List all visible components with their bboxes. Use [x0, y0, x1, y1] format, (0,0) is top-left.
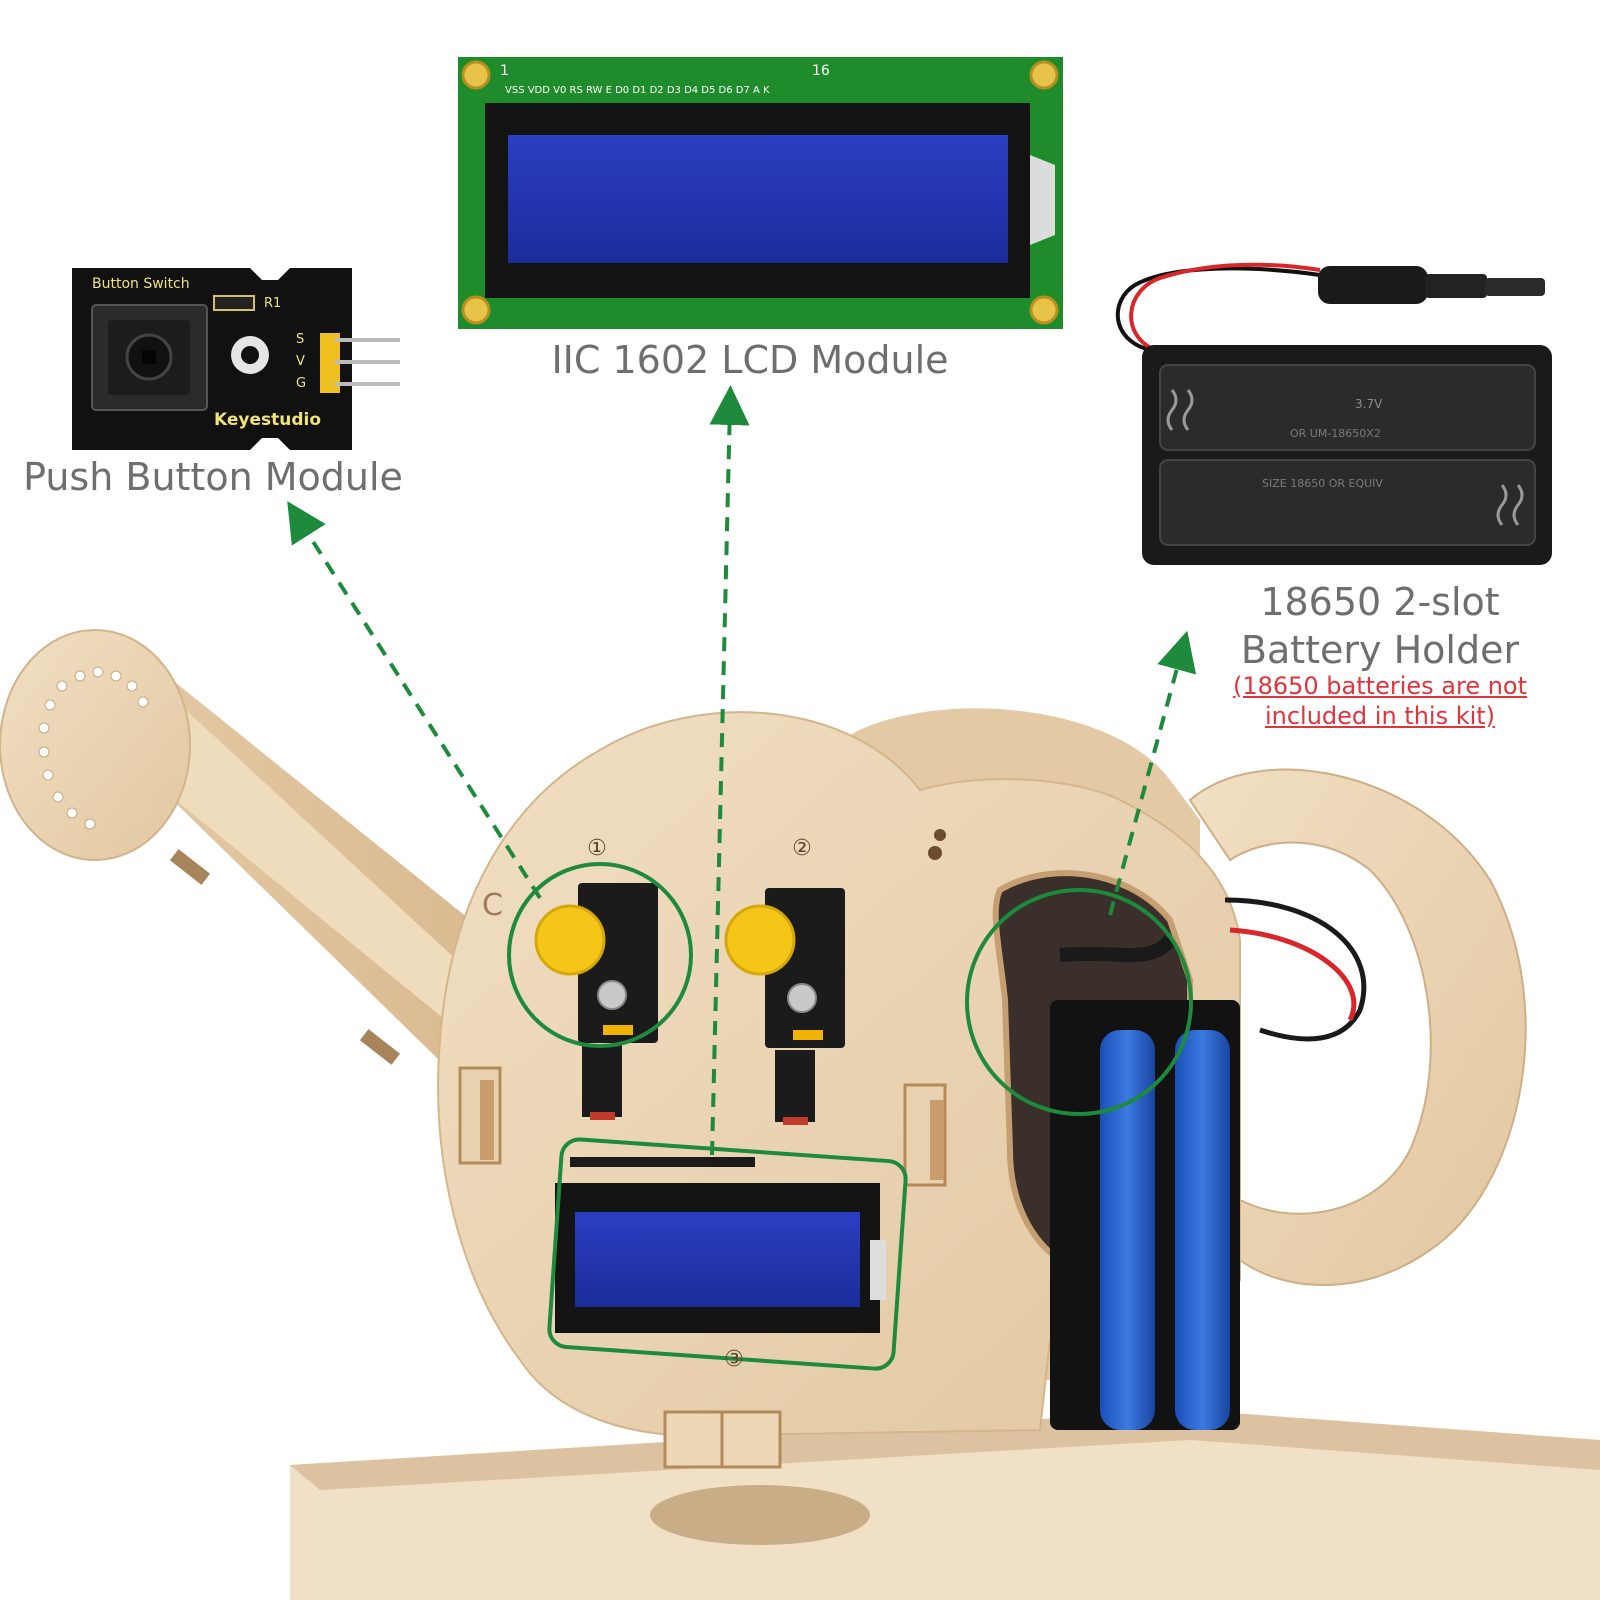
label-battery-line1: 18650 2-slot: [1260, 580, 1500, 624]
lcd-pin-last: 16: [812, 63, 830, 79]
holder-text-1: OR UM-18650X2: [1290, 427, 1381, 440]
mounted-button-1: [534, 883, 658, 1120]
push-button-module-pcb: Button Switch R1 Keyestudio S V G: [72, 268, 400, 450]
label-push-button-module: Push Button Module: [23, 455, 403, 499]
pcb-title: Button Switch: [92, 276, 190, 292]
battery-note-line2: included in this kit): [1264, 702, 1496, 730]
label-battery-line2: Battery Holder: [1240, 628, 1520, 672]
mounted-battery-pack: [1050, 897, 1367, 1430]
arrow-button: [287, 501, 542, 900]
highlight-battery: [965, 888, 1193, 1116]
yellow-button-cap: [534, 904, 606, 976]
lcd-pin-labels: VSS VDD V0 RS RW E D0 D1 D2 D3 D4 D5 D6 …: [505, 85, 770, 96]
board-mark-3: ③: [724, 1347, 744, 1372]
mounted-button-2: [724, 888, 845, 1125]
lcd-pin-first: 1: [500, 63, 509, 79]
battery-note-line1: (18650 batteries are not: [1232, 672, 1528, 700]
pcb-pin-g: G: [296, 376, 306, 391]
pcb-brand: Keyestudio: [214, 410, 321, 430]
dc-plug: [1318, 266, 1428, 304]
pcb-pin-v: V: [296, 354, 305, 369]
base-hole: [650, 1485, 870, 1545]
pcb-resistor-label: R1: [264, 296, 281, 311]
board-mark-2: ②: [792, 836, 812, 861]
arrow-battery: [1108, 630, 1197, 916]
pcb-pin-s: S: [296, 332, 304, 347]
lcd-1602-module: 1 16 VSS VDD V0 RS RW E D0 D1 D2 D3 D4 D…: [458, 57, 1063, 329]
battery-holder: 3.7V OR UM-18650X2 SIZE 18650 OR EQUIV: [1115, 262, 1552, 565]
handle-ring: [1188, 768, 1527, 1286]
wooden-arm: [0, 629, 520, 1100]
label-lcd-module: IIC 1602 LCD Module: [551, 338, 949, 382]
lcd-screen: [508, 135, 1008, 263]
yellow-button-cap: [724, 904, 796, 976]
holder-voltage: 3.7V: [1355, 397, 1383, 411]
holder-text-2: SIZE 18650 OR EQUIV: [1262, 477, 1383, 490]
highlight-button: [507, 862, 693, 1048]
board-letter: C: [482, 888, 503, 923]
spring-contacts: [1166, 389, 1524, 526]
arrow-lcd: [709, 385, 750, 1156]
board-mark-1: ①: [587, 836, 607, 861]
wooden-base-box: [290, 1410, 1600, 1600]
arm-disc: [0, 629, 191, 861]
mounted-lcd: [555, 1157, 886, 1333]
highlight-lcd: [547, 1137, 908, 1371]
